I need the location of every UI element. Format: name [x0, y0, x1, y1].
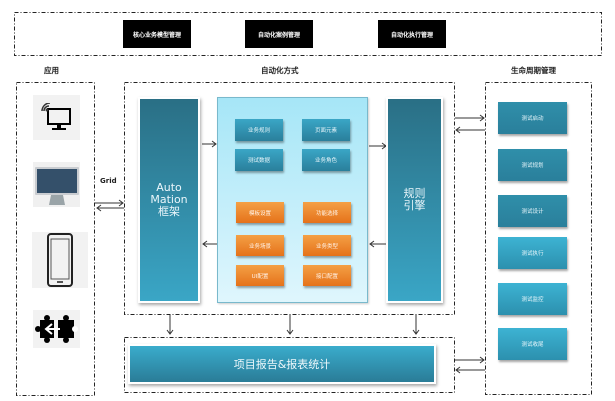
- apps-frame: [16, 82, 95, 396]
- engine-label-line: 引擎: [403, 199, 426, 212]
- lifecycle-item-closure[interactable]: 测试收尾: [498, 328, 567, 360]
- desktop-monitor-icon: [33, 162, 80, 207]
- apps-title: 应用: [44, 66, 59, 75]
- framework-label-line: 框架: [158, 205, 180, 218]
- framework-label-line: Auto: [156, 181, 182, 194]
- item-api-config[interactable]: 接口配置: [303, 265, 351, 286]
- framework-label-line: Mation: [150, 193, 188, 206]
- item-template-settings[interactable]: 模板设置: [236, 202, 284, 223]
- engine-label-line: 规则: [403, 187, 426, 200]
- rules-engine-block[interactable]: 规则 引擎: [386, 97, 443, 303]
- item-page-elements[interactable]: 页面元素: [302, 119, 350, 141]
- item-business-scenario[interactable]: 业务场景: [236, 235, 284, 256]
- lifecycle-item-start[interactable]: 测试启动: [498, 102, 567, 134]
- lifecycle-item-design[interactable]: 测试设计: [498, 195, 567, 227]
- item-function-select[interactable]: 功能选择: [303, 202, 351, 223]
- automation-framework-block[interactable]: Auto Mation 框架: [138, 97, 200, 303]
- automation-title: 自动化方式: [261, 66, 299, 75]
- lifecycle-item-execution[interactable]: 测试执行: [498, 237, 567, 269]
- puzzle-connector-icon: [33, 310, 80, 348]
- wireless-computer-icon: [33, 95, 80, 140]
- smartphone-icon: [32, 232, 88, 288]
- lifecycle-item-monitoring[interactable]: 测试监控: [498, 283, 567, 315]
- report-block[interactable]: 项目报告&报表统计: [128, 344, 436, 384]
- lifecycle-frame: [485, 82, 592, 395]
- grid-label: Grid: [100, 177, 117, 185]
- lifecycle-item-planning[interactable]: 测试规划: [498, 149, 567, 181]
- item-business-roles[interactable]: 业务角色: [302, 149, 350, 171]
- item-business-type[interactable]: 业务类型: [303, 235, 351, 256]
- automation-frame: [124, 82, 455, 315]
- item-test-data[interactable]: 测试数据: [235, 149, 283, 171]
- top-item-core-model[interactable]: 核心业务模型管理: [123, 20, 191, 48]
- top-item-case-mgmt[interactable]: 自动化案例管理: [245, 20, 313, 48]
- lifecycle-title: 生命周期管理: [511, 66, 556, 75]
- report-frame: [124, 337, 455, 393]
- top-item-exec-mgmt[interactable]: 自动化执行管理: [378, 20, 446, 48]
- item-business-rules[interactable]: 业务规则: [235, 119, 283, 141]
- item-ui-config[interactable]: UI配置: [236, 265, 284, 286]
